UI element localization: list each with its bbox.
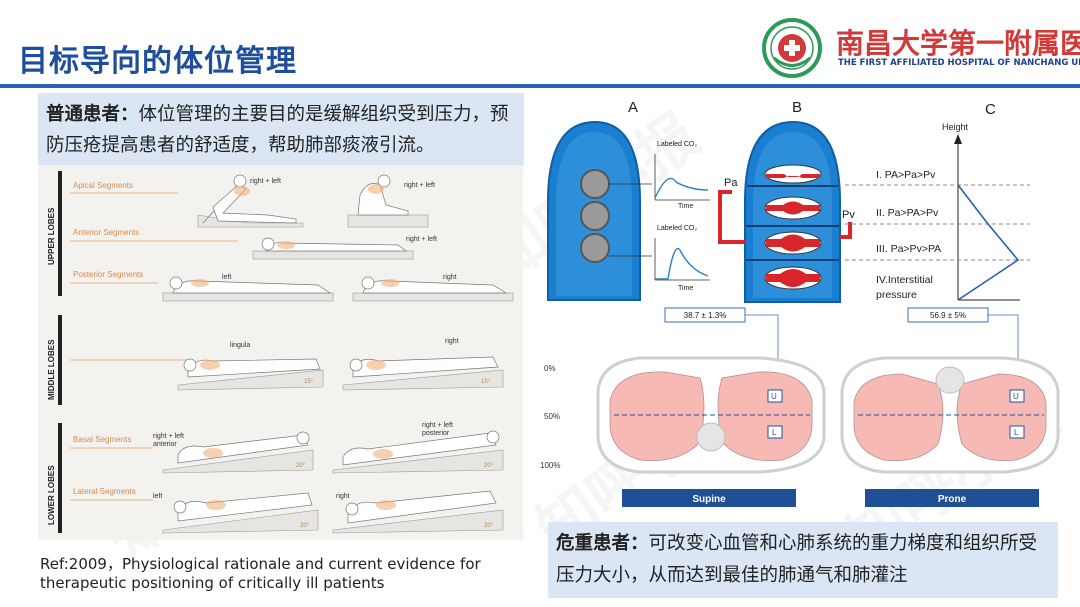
time-label-upper: Time xyxy=(678,203,693,210)
anterior-segments-label: Anterior Segments xyxy=(73,228,139,237)
apical-segments-label: Apical Segments xyxy=(73,181,133,190)
co2-mini-plot-upper xyxy=(654,154,710,201)
basal-posterior-label-2: posterior xyxy=(422,430,450,437)
hospital-name-en: THE FIRST AFFILIATED HOSPITAL OF NANCHAN… xyxy=(838,58,1080,68)
lateral-left-label: left xyxy=(153,493,162,500)
slide-title: 目标导向的体位管理 xyxy=(18,44,297,79)
lung-diagram-b xyxy=(718,120,852,303)
co2-label-upper: Labeled CO₂ xyxy=(657,141,697,148)
middle-right-label: right xyxy=(445,338,459,345)
zone-2-label: II. Pa>PA>Pv xyxy=(876,207,939,219)
lingula-patient-icon xyxy=(177,358,324,391)
lingula-angle-label: 15° xyxy=(304,379,314,385)
lung-diagram-a xyxy=(547,120,641,301)
panel-c-label: C xyxy=(985,101,996,118)
hospital-emblem-icon xyxy=(762,18,822,78)
critical-patient-label: 危重患者： xyxy=(556,533,649,554)
prone-upper-label: U xyxy=(1013,392,1019,401)
co2-mini-plot-lower xyxy=(654,238,710,281)
zone-4-label-line2: pressure xyxy=(876,289,917,301)
prone-lower-label: L xyxy=(1014,428,1019,437)
lateral-segments-label: Lateral Segments xyxy=(73,487,136,496)
ct-tick-0: 0% xyxy=(544,364,556,373)
posterior-segments-label: Posterior Segments xyxy=(73,270,143,279)
normal-patient-box: 普通患者：体位管理的主要目的是缓解组织受到压力，预防压疮提高患者的舒适度，帮助肺… xyxy=(38,93,524,165)
lateral-right-patient-icon xyxy=(332,490,504,534)
prone-ct-diagram xyxy=(840,356,1060,474)
height-axis-label: Height xyxy=(942,122,969,132)
posterior-right-label: right xyxy=(443,274,457,281)
zone-3-label: III. Pa>Pv>PA xyxy=(876,243,941,255)
supine-lower-label: L xyxy=(772,428,777,437)
zone-1-label: I. PA>Pa>Pv xyxy=(876,169,936,181)
prone-label: Prone xyxy=(938,494,967,505)
posterior-right-patient-icon xyxy=(352,276,514,302)
hospital-logo: 南昌大学第一附属医院 THE FIRST AFFILIATED HOSPITAL… xyxy=(760,18,1080,78)
lateral-right-label: right xyxy=(336,493,350,500)
anterior-supine-patient-icon xyxy=(252,237,414,260)
posterior-left-label: left xyxy=(222,274,231,281)
pressure-height-plot xyxy=(845,134,1030,301)
critical-patient-box: 危重患者：可改变心血管和心肺系统的重力梯度和组织所受压力大小，从而达到最佳的肺通… xyxy=(548,522,1058,598)
title-underline xyxy=(0,84,1080,88)
supine-bar xyxy=(622,489,796,507)
lung-zones-figure: A B C Labeled CO₂ Time Labeled CO₂ Time xyxy=(540,92,1065,521)
zone-4-label: IV.Interstitial xyxy=(876,274,933,286)
pv-venous-label: Pv xyxy=(842,209,855,221)
apical-forward-patient-icon xyxy=(347,174,429,228)
ct-tick-50: 50% xyxy=(544,412,560,421)
middle-right-patient-icon xyxy=(342,356,504,391)
panel-a-label: A xyxy=(628,99,638,116)
basal-anterior-label-1: right + left xyxy=(153,433,184,440)
upper-lobes-label: UPPER LOBES xyxy=(47,207,56,265)
hospital-name-cn: 南昌大学第一附属医院 xyxy=(836,27,1080,60)
apical-right-left-label: right + left xyxy=(250,178,281,185)
anterior-right-left-label: right + left xyxy=(406,236,437,243)
posterior-left-patient-icon xyxy=(162,276,334,302)
lower-lobes-label: LOWER LOBES xyxy=(47,465,56,525)
basal-posterior-label-1: right + left xyxy=(422,422,453,429)
lateral-right-angle-label: 20° xyxy=(484,523,494,529)
supine-upper-label: U xyxy=(771,392,777,401)
supine-value-label: 38.7 ± 1.3% xyxy=(684,311,727,320)
prone-value-label: 56.9 ± 5% xyxy=(930,311,966,320)
postural-drainage-figure: UPPER LOBES MIDDLE LOBES LOWER LOBES Api… xyxy=(38,165,523,540)
basal-segments-label: Basal Segments xyxy=(73,435,131,444)
reference-citation: Ref:2009，Physiological rationale and cur… xyxy=(40,555,481,592)
pa-arterial-label: Pa xyxy=(724,177,738,189)
normal-patient-text: 体位管理的主要目的是缓解组织受到压力，预防压疮提高患者的舒适度，帮助肺部痰液引流… xyxy=(46,104,509,156)
normal-patient-label: 普通患者： xyxy=(46,104,139,125)
apical-forward-right-left-label: right + left xyxy=(404,182,435,189)
basal-anterior-label-2: anterior xyxy=(153,441,177,448)
supine-ct-diagram xyxy=(596,356,826,474)
middle-lobes-label: MIDDLE LOBES xyxy=(47,339,56,400)
basal-posterior-angle-label: 20° xyxy=(484,463,494,469)
lateral-left-angle-label: 20° xyxy=(300,523,310,529)
basal-anterior-angle-label: 20° xyxy=(296,463,306,469)
lateral-left-patient-icon xyxy=(162,492,319,534)
middle-right-angle-label: 15° xyxy=(481,379,491,385)
critical-patient-text: 可改变心血管和心肺系统的重力梯度和组织所受压力大小，从而达到最佳的肺通气和肺灌注 xyxy=(556,533,1038,586)
lingula-label: lingula xyxy=(230,342,250,349)
ct-tick-100: 100% xyxy=(540,461,560,470)
prone-bar xyxy=(865,489,1039,507)
basal-anterior-patient-icon xyxy=(162,431,314,474)
supine-label: Supine xyxy=(692,494,726,505)
time-label-lower: Time xyxy=(678,285,693,292)
panel-b-label: B xyxy=(792,99,802,116)
apical-reclined-patient-icon xyxy=(197,174,304,228)
basal-posterior-patient-icon xyxy=(332,430,504,474)
co2-label-lower: Labeled CO₂ xyxy=(657,225,697,232)
